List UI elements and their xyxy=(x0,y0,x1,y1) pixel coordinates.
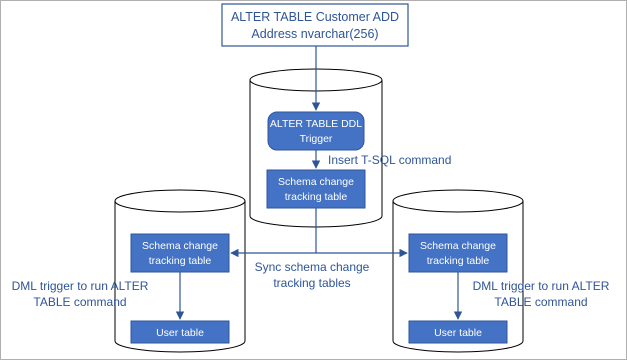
ddl-trigger-line-2: Trigger xyxy=(300,133,333,145)
left-user-table: User table xyxy=(130,320,230,344)
center-schema-line-1: Schema change xyxy=(278,176,354,188)
right-user-table-label: User table xyxy=(434,327,482,339)
ddl-trigger-line-1: ALTER TABLE DDL xyxy=(270,118,362,130)
sync-label-line-1: Sync schema change xyxy=(255,260,370,274)
right-dml-label-line-2: TABLE command xyxy=(494,295,587,309)
alter-table-command-box: ALTER TABLE Customer ADD Address nvarcha… xyxy=(221,3,409,47)
left-user-table-label: User table xyxy=(156,327,204,339)
ddl-trigger-box: ALTER TABLE DDL Trigger xyxy=(267,111,365,151)
right-schema-line-2: tracking table xyxy=(427,255,490,267)
right-dml-label-line-1: DML trigger to run ALTER xyxy=(473,279,610,293)
right-user-table: User table xyxy=(408,320,508,344)
left-dml-label-line-2: TABLE command xyxy=(33,295,126,309)
center-schema-line-2: tracking table xyxy=(285,191,348,203)
left-schema-line-1: Schema change xyxy=(142,240,218,252)
right-schema-line-1: Schema change xyxy=(420,240,496,252)
command-line-1: ALTER TABLE Customer ADD xyxy=(231,10,399,24)
left-schema-tracking-table: Schema change tracking table xyxy=(130,233,230,273)
left-dml-label-line-1: DML trigger to run ALTER xyxy=(12,279,149,293)
right-schema-tracking-table: Schema change tracking table xyxy=(408,233,508,273)
center-schema-tracking-table: Schema change tracking table xyxy=(266,169,366,209)
sync-label-line-2: tracking tables xyxy=(273,276,350,290)
left-schema-line-2: tracking table xyxy=(149,255,212,267)
insert-tsql-label: Insert T-SQL command xyxy=(328,153,451,167)
command-line-2: Address nvarchar(256) xyxy=(251,27,378,41)
